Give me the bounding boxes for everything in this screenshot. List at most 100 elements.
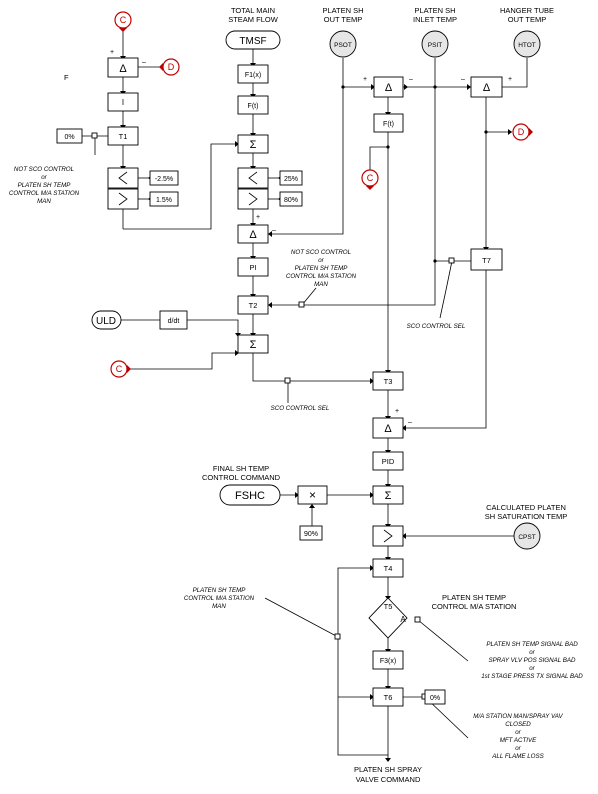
note-bad-signals-line3: SPRAY VLV POS SIGNAL BAD xyxy=(488,657,576,664)
note-not-sco-1-line2: or xyxy=(41,174,47,181)
note-man-conditions-line4: MFT ACTIVE xyxy=(500,737,537,744)
note-not-sco-1-line4: CONTROL M/A STATION xyxy=(9,190,80,197)
t4-block xyxy=(372,558,404,578)
cpst-input-label: CPST xyxy=(518,534,535,541)
t5-label: T5 xyxy=(384,602,393,611)
high-limiter-lower xyxy=(372,525,404,547)
note-not-sco-2-line5: MAN xyxy=(314,281,328,288)
delta-block-mid-label: Δ xyxy=(249,229,257,241)
delta-block-htot xyxy=(470,76,503,98)
multiplier-block-label: × xyxy=(309,488,316,502)
high-limiter-mid xyxy=(237,188,269,210)
pid-block xyxy=(372,451,404,471)
t1-block-label: T1 xyxy=(119,132,128,141)
f1x-block-label: F1(x) xyxy=(245,72,261,79)
pi-block-label: PI xyxy=(249,263,256,272)
note-not-sco-2-line4: CONTROL M/A STATION xyxy=(286,273,357,280)
delta-block-left-label: Δ xyxy=(119,63,127,75)
tmsf-input-label: TMSF xyxy=(239,36,266,47)
header-labels: TOTAL MAIN STEAM FLOW PLATEN SH OUT TEMP… xyxy=(64,6,554,82)
ma-station-a-label: A xyxy=(400,615,406,624)
hanger-tube-out-temp-label-2: OUT TEMP xyxy=(508,15,546,24)
delta-block-psot-label: Δ xyxy=(385,82,393,94)
note-man-conditions-line1: M/A STATION MAN/SPRAY VAV xyxy=(473,713,563,720)
output-label-line2: VALVE COMMAND xyxy=(356,775,421,784)
note-not-sco-1-line1: NOT SCO CONTROL xyxy=(14,166,75,173)
t2-block-label: T2 xyxy=(249,301,258,310)
note-man-conditions-line5: or xyxy=(515,745,521,752)
note-bad-signals-line4: or xyxy=(529,665,535,672)
t1-block xyxy=(107,126,139,146)
delta-mid-minus: – xyxy=(272,227,276,234)
const-0-lower-label: 0% xyxy=(430,695,440,702)
delta-lower-minus: – xyxy=(408,419,412,426)
uld-input-terminal xyxy=(91,310,122,330)
connector-c-top-label: C xyxy=(120,15,127,25)
off-page-connectors: C D D C C xyxy=(110,11,533,378)
delta-lower-plus: + xyxy=(395,408,399,415)
delta-block-left xyxy=(107,57,139,78)
delta-mid-plus: + xyxy=(256,214,260,221)
right-column-blocks: Δ + – Δ – + F(t) T7 xyxy=(363,76,512,271)
delta-block-htot-label: Δ xyxy=(483,82,491,94)
connector-c-left-label: C xyxy=(116,364,123,374)
note-not-sco-1-line5: MAN xyxy=(37,198,51,205)
note-sco-sel-1: SCO CONTROL SEL xyxy=(407,323,466,330)
const-80-label: 80% xyxy=(284,197,298,204)
f3x-block xyxy=(372,650,404,670)
t7-block-label: T7 xyxy=(482,256,491,265)
total-main-steam-flow-label-2: STEAM FLOW xyxy=(228,15,279,24)
integrator-block xyxy=(107,92,139,112)
pid-block-label: PID xyxy=(382,457,395,466)
note-final-sh-line2: CONTROL COMMAND xyxy=(202,473,281,482)
note-leaders xyxy=(94,136,469,739)
connector-d-left-label: D xyxy=(168,62,175,72)
psit-input-label: PSIT xyxy=(428,42,442,49)
delta-block-lower-label: Δ xyxy=(384,423,392,435)
high-limiter-left xyxy=(107,188,139,210)
delta-block-psot xyxy=(373,76,404,98)
output-column-blocks: T3 Δ + – PID Σ × 90% T4 T5 A F3(x) T6 0% xyxy=(297,371,446,707)
note-not-sco-2-line3: PLATEN SH TEMP xyxy=(295,265,349,272)
note-ma-station-line2: CONTROL M/A STATION xyxy=(432,602,517,611)
cpst-input-terminal xyxy=(513,522,541,550)
fshc-input-label: FSHC xyxy=(235,490,265,502)
note-calc-sat-line1: CALCULATED PLATEN xyxy=(486,503,566,512)
ma-station-diamond xyxy=(368,597,408,639)
htot-input-label: HTOT xyxy=(518,42,536,49)
delta-htot-minus: – xyxy=(461,76,465,83)
t3-block xyxy=(372,371,404,391)
t6-block xyxy=(372,687,404,707)
platen-sh-out-temp-label-1: PLATEN SH xyxy=(322,6,363,15)
note-calc-sat-line2: SH SATURATION TEMP xyxy=(485,512,568,521)
note-ma-station-line1: PLATEN SH TEMP xyxy=(442,593,506,602)
const-80 xyxy=(279,191,303,207)
delta-psot-minus: – xyxy=(409,76,413,83)
delta-block-lower xyxy=(372,417,404,439)
input-terminals: TMSF PSOT PSIT HTOT ULD FSHC CPST xyxy=(91,30,541,550)
ft-block-right-label: F(t) xyxy=(383,121,394,128)
integrator-block-label: I xyxy=(122,98,124,107)
note-sco-sel-2: SCO CONTROL SEL xyxy=(271,405,330,412)
sum-block-2 xyxy=(237,334,269,354)
t2-block xyxy=(237,295,269,315)
delta-left-minus: – xyxy=(142,59,146,66)
connector-d-right-label: D xyxy=(518,127,525,137)
t3-block-label: T3 xyxy=(384,377,393,386)
pi-block xyxy=(237,257,269,277)
fshc-input-terminal xyxy=(219,484,281,506)
low-limiter-left xyxy=(107,167,139,189)
sum-block-2-label: Σ xyxy=(250,339,257,351)
psot-input-terminal xyxy=(329,30,357,58)
note-man-conditions-line3: or xyxy=(515,729,521,736)
derivative-block xyxy=(159,310,188,330)
platen-sh-inlet-temp-label-1: PLATEN SH xyxy=(414,6,455,15)
ft-block-left-label: F(t) xyxy=(248,103,259,110)
note-bad-signals-line1: PLATEN SH TEMP SIGNAL BAD xyxy=(486,641,578,648)
hanger-tube-out-temp-label-1: HANGER TUBE xyxy=(500,6,554,15)
delta-left-plus: + xyxy=(110,49,114,56)
const-0-lower xyxy=(424,689,446,705)
derivative-block-label: d/dt xyxy=(168,318,180,325)
note-not-sco-2-line2: or xyxy=(318,257,324,264)
